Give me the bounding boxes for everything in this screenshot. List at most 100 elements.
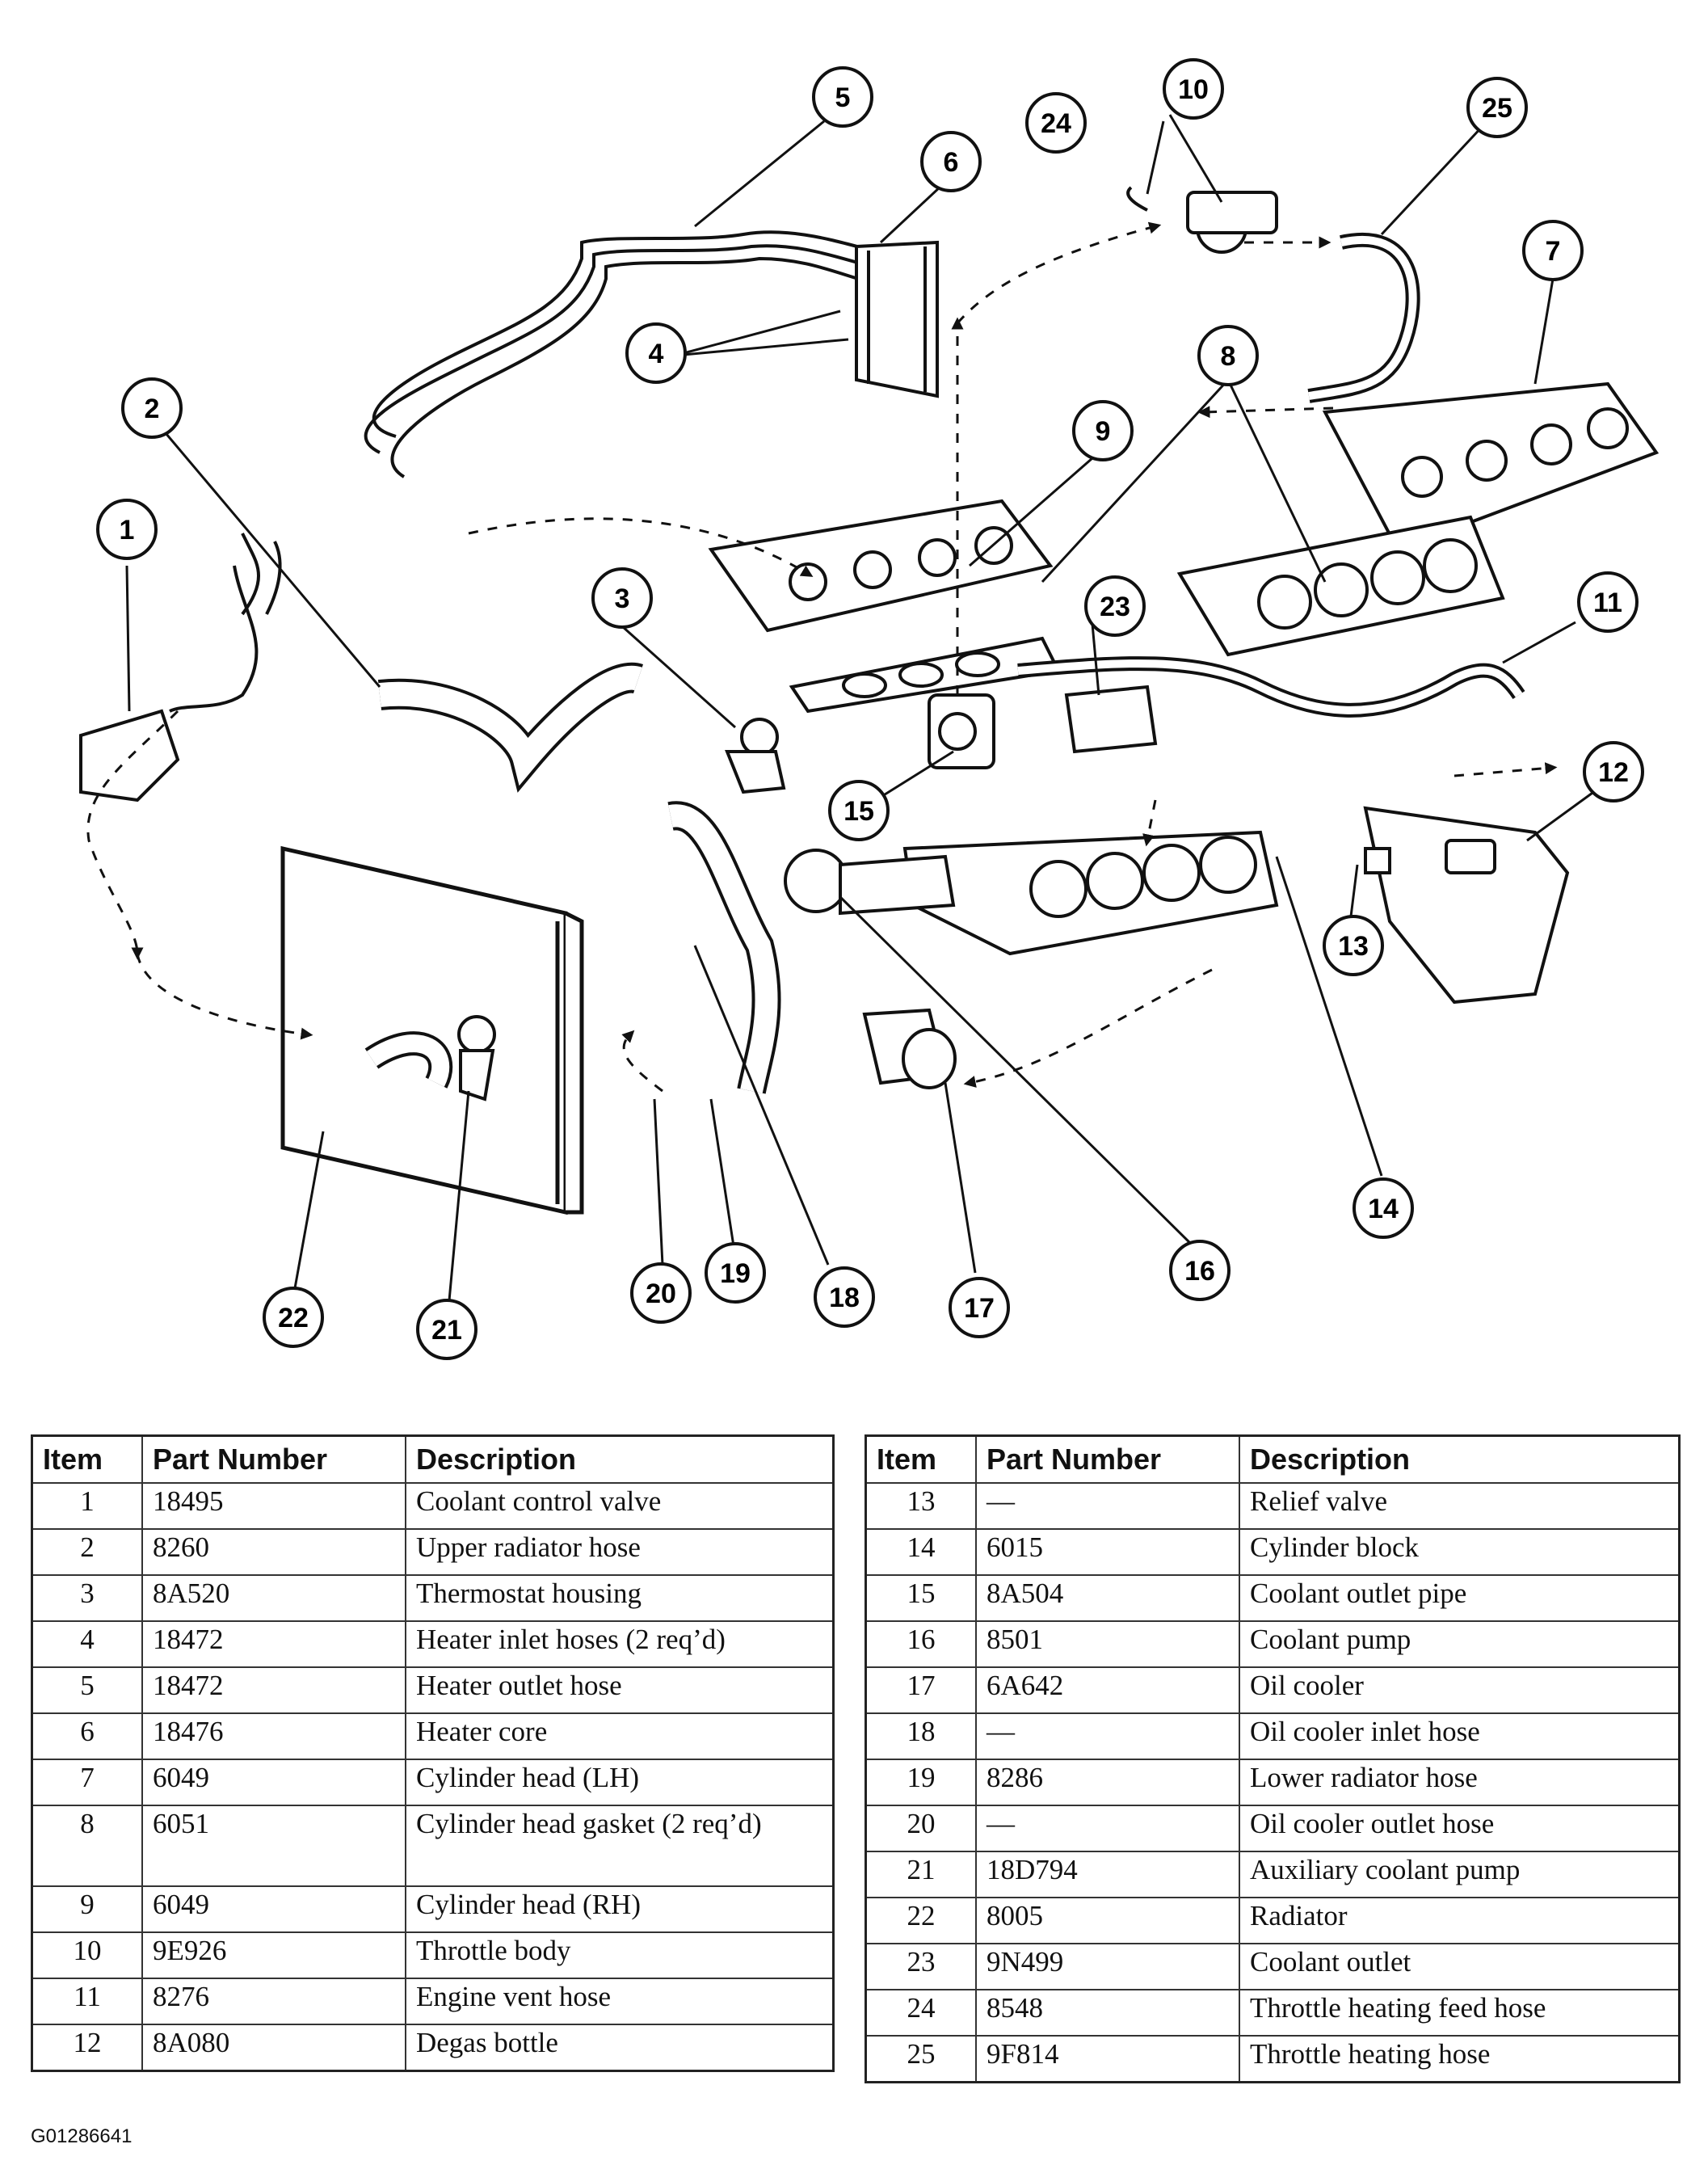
radiator [280, 845, 584, 1215]
item-number: 8 [31, 1805, 143, 1887]
table-header-row: Item Part Number Description [865, 1434, 1681, 1484]
figure-id: G01286641 [31, 2125, 133, 2147]
part-number: 9E926 [141, 1931, 406, 1979]
description: Heater core [405, 1712, 835, 1760]
part-number: 8A504 [975, 1574, 1240, 1622]
flow-paths [86, 221, 1558, 1093]
callout-3: 3 [591, 567, 653, 629]
item-number: 23 [865, 1943, 977, 1990]
part-number: 9F814 [975, 2035, 1240, 2083]
item-number: 2 [31, 1528, 143, 1576]
item-number: 12 [31, 2024, 143, 2072]
svg-text:13: 13 [1338, 931, 1369, 962]
callout-2: 2 [121, 377, 183, 439]
svg-text:19: 19 [720, 1258, 751, 1289]
item-number: 22 [865, 1897, 977, 1944]
callout-15: 15 [828, 780, 890, 841]
svg-text:8: 8 [1221, 341, 1236, 372]
auxiliary-coolant-pump [457, 1015, 496, 1102]
parts-table-right: Item Part Number Description 13—Relief v… [865, 1434, 1681, 2083]
coolant-outlet-pipe [928, 693, 995, 769]
description: Oil cooler outlet hose [1239, 1805, 1681, 1852]
description: Heater outlet hose [405, 1666, 835, 1714]
item-number: 21 [865, 1851, 977, 1898]
part-number: — [975, 1805, 1240, 1852]
part-number: 8286 [975, 1759, 1240, 1806]
item-number: 19 [865, 1759, 977, 1806]
callout-16: 16 [1169, 1240, 1231, 1301]
part-number: 18472 [141, 1666, 406, 1714]
cooling-system-diagram: 1 2 3 4 5 6 7 8 9 10 11 12 13 14 15 16 1… [79, 58, 1660, 1360]
description: Coolant pump [1239, 1620, 1681, 1668]
part-number: 6015 [975, 1528, 1240, 1576]
col-header-description: Description [405, 1434, 835, 1484]
part-number: 8260 [141, 1528, 406, 1576]
callout-12: 12 [1583, 741, 1644, 802]
svg-text:22: 22 [278, 1303, 309, 1333]
head-gasket-rh [789, 636, 1062, 714]
description: Throttle heating hose [1239, 2035, 1681, 2083]
part-number: 6A642 [975, 1666, 1240, 1714]
col-header-part-number: Part Number [141, 1434, 406, 1484]
part-number: 6049 [141, 1759, 406, 1806]
svg-text:5: 5 [835, 82, 851, 113]
table-row: 18—Oil cooler inlet hose [865, 1712, 1681, 1760]
svg-text:18: 18 [829, 1283, 860, 1313]
callout-1: 1 [96, 499, 158, 560]
part-number: 6051 [141, 1805, 406, 1887]
item-number: 1 [31, 1482, 143, 1530]
table-row: 20—Oil cooler outlet hose [865, 1805, 1681, 1852]
description: Oil cooler inlet hose [1239, 1712, 1681, 1760]
svg-text:4: 4 [649, 339, 664, 369]
description: Degas bottle [405, 2024, 835, 2072]
callouts: 1 2 3 4 5 6 7 8 9 10 11 12 13 14 15 16 1… [96, 58, 1644, 1360]
part-number: 8A520 [141, 1574, 406, 1622]
throttle-heating-hose [1307, 232, 1420, 403]
callout-17: 17 [949, 1277, 1010, 1338]
svg-text:15: 15 [843, 796, 874, 827]
heater-hoses [241, 230, 873, 616]
svg-text:24: 24 [1041, 108, 1071, 139]
description: Oil cooler [1239, 1666, 1681, 1714]
svg-text:21: 21 [431, 1315, 462, 1346]
item-number: 20 [865, 1805, 977, 1852]
part-number: 6049 [141, 1885, 406, 1933]
part-number: 8501 [975, 1620, 1240, 1668]
part-number: — [975, 1712, 1240, 1760]
callout-4: 4 [625, 322, 687, 384]
svg-text:9: 9 [1096, 416, 1111, 447]
svg-text:6: 6 [944, 147, 959, 178]
item-number: 15 [865, 1574, 977, 1622]
callout-10: 10 [1163, 58, 1224, 120]
item-number: 5 [31, 1666, 143, 1714]
item-number: 4 [31, 1620, 143, 1668]
description: Cylinder head (LH) [405, 1759, 835, 1806]
description: Lower radiator hose [1239, 1759, 1681, 1806]
leader-lines [125, 112, 1599, 1310]
relief-valve [1364, 847, 1391, 874]
svg-text:17: 17 [964, 1293, 995, 1324]
callout-7: 7 [1522, 220, 1584, 281]
callout-21: 21 [416, 1299, 477, 1360]
callout-24: 24 [1025, 92, 1087, 154]
callout-9: 9 [1072, 400, 1134, 461]
callout-11: 11 [1577, 571, 1639, 633]
part-number: 8005 [975, 1897, 1240, 1944]
description: Coolant control valve [405, 1482, 835, 1530]
svg-text:2: 2 [145, 394, 160, 424]
col-header-part-number: Part Number [975, 1434, 1240, 1484]
svg-text:25: 25 [1482, 93, 1512, 124]
